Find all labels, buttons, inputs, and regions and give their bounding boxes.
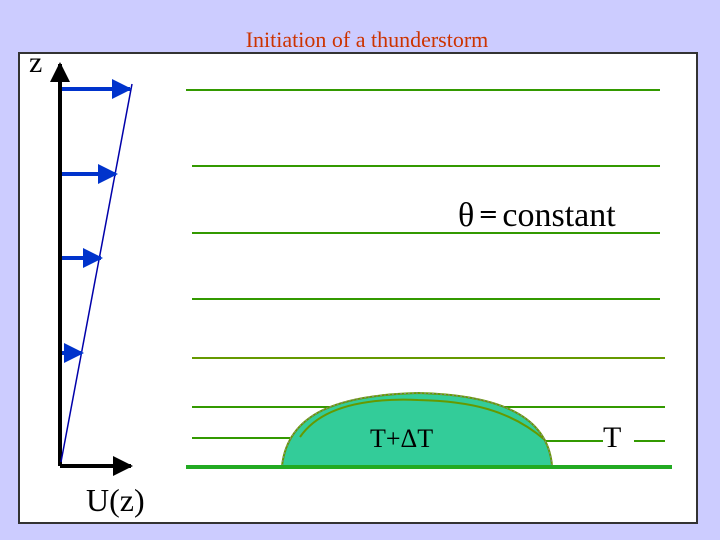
equals-sign: = <box>478 200 499 228</box>
wind-arrows <box>62 79 132 363</box>
wind-profile-line <box>60 83 133 463</box>
bubble-inner-contour <box>299 398 546 441</box>
isentrope-lines <box>186 89 665 442</box>
u-axis-label: U(z) <box>86 482 145 518</box>
theta-label: θ=constant <box>458 194 616 236</box>
page-title: Initiation of a thunderstorm <box>245 27 489 52</box>
theta-symbol: θ <box>458 197 475 234</box>
warm-bubble <box>280 391 554 467</box>
bubble-temperature-label: T+ΔT <box>370 424 434 453</box>
z-axis-label: z <box>29 46 43 79</box>
bubble-dashed-edge <box>281 392 553 467</box>
ambient-temperature-label: T <box>603 421 622 454</box>
theta-value: constant <box>502 197 616 234</box>
